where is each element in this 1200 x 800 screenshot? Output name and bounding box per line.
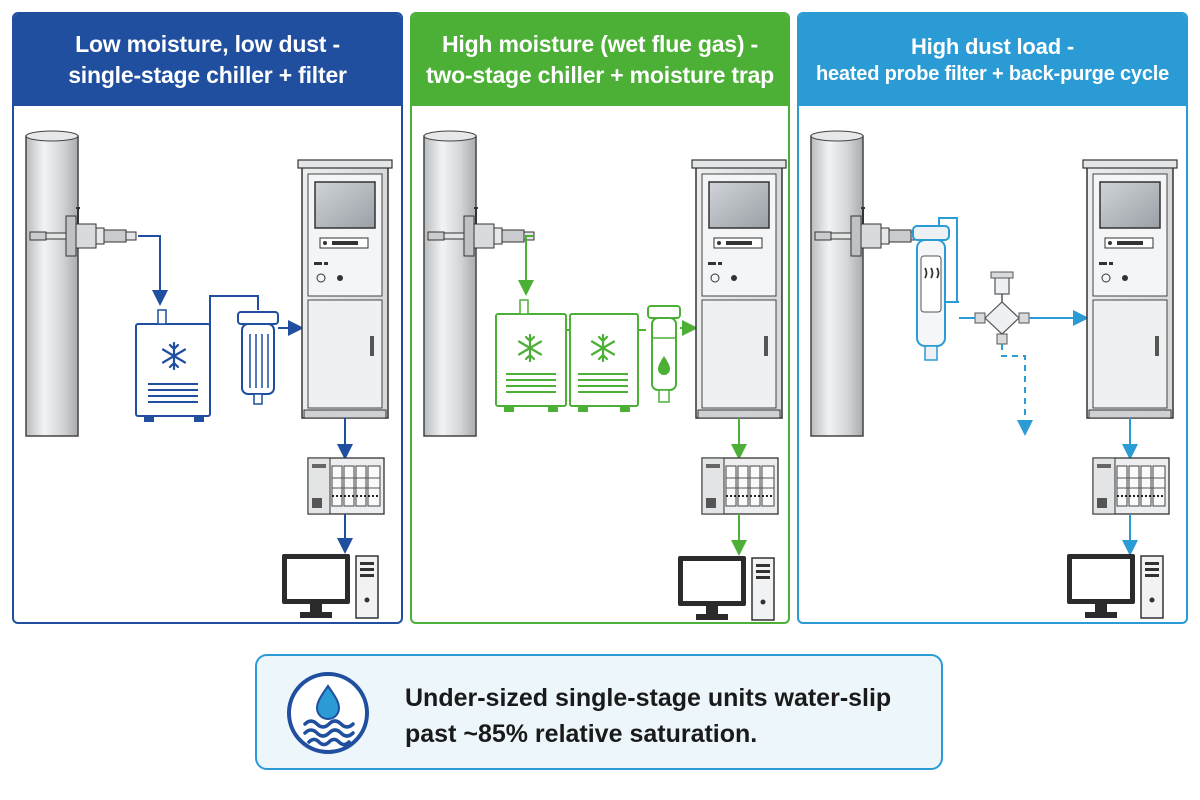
particulate-filter bbox=[237, 311, 279, 405]
computer-workstation bbox=[677, 555, 775, 621]
stack bbox=[423, 130, 477, 437]
panel-header: High moisture (wet flue gas) - two-stage… bbox=[412, 14, 788, 106]
water-slip-callout: Under-sized single-stage units water-sli… bbox=[255, 654, 943, 770]
callout-line1: Under-sized single-stage units water-sli… bbox=[405, 684, 892, 712]
computer-workstation bbox=[281, 553, 379, 619]
chiller-stage-2 bbox=[569, 313, 639, 412]
plc-module bbox=[701, 457, 779, 515]
panel-title-line1: High moisture (wet flue gas) - bbox=[441, 30, 759, 57]
high-dust-schematic bbox=[810, 130, 1178, 619]
panel-low-moisture: Low moisture, low dust - single-stage ch… bbox=[12, 12, 403, 624]
heat-icon bbox=[924, 267, 940, 279]
water-waves-icon bbox=[285, 670, 371, 756]
back-purge-valve bbox=[974, 271, 1030, 345]
low-moisture-schematic bbox=[25, 130, 393, 619]
heated-filter bbox=[912, 217, 958, 361]
analyzer-cabinet bbox=[1082, 159, 1178, 419]
chiller-stage-1 bbox=[495, 299, 567, 412]
panel-title-line1: Low moisture, low dust - bbox=[75, 30, 340, 57]
analyzer-cabinet bbox=[691, 159, 787, 419]
callout-line2: past ~85% relative saturation. bbox=[405, 720, 758, 749]
computer-workstation bbox=[1066, 553, 1164, 619]
analyzer-cabinet bbox=[297, 159, 393, 419]
plc-module bbox=[307, 457, 385, 515]
panel-title-line2: two-stage chiller + moisture trap bbox=[425, 62, 775, 88]
panel-title-line2: single-stage chiller + filter bbox=[68, 62, 347, 88]
chiller-unit bbox=[135, 309, 211, 422]
panel-high-moisture: High moisture (wet flue gas) - two-stage… bbox=[410, 12, 790, 624]
water-drop-icon bbox=[658, 356, 670, 375]
panel-high-dust: High dust load - heated probe filter + b… bbox=[797, 12, 1188, 624]
plc-module bbox=[1092, 457, 1170, 515]
panel-title-line1: High dust load - bbox=[910, 33, 1074, 59]
moisture-trap bbox=[647, 305, 681, 403]
stack bbox=[810, 130, 864, 437]
panel-title-line2: heated probe filter + back-purge cycle bbox=[815, 63, 1170, 86]
high-moisture-schematic bbox=[423, 130, 787, 621]
panel-header: Low moisture, low dust - single-stage ch… bbox=[14, 14, 401, 106]
callout-text: Under-sized single-stage units water-sli… bbox=[405, 680, 925, 753]
stack bbox=[25, 130, 79, 437]
panel-header: High dust load - heated probe filter + b… bbox=[799, 14, 1186, 106]
